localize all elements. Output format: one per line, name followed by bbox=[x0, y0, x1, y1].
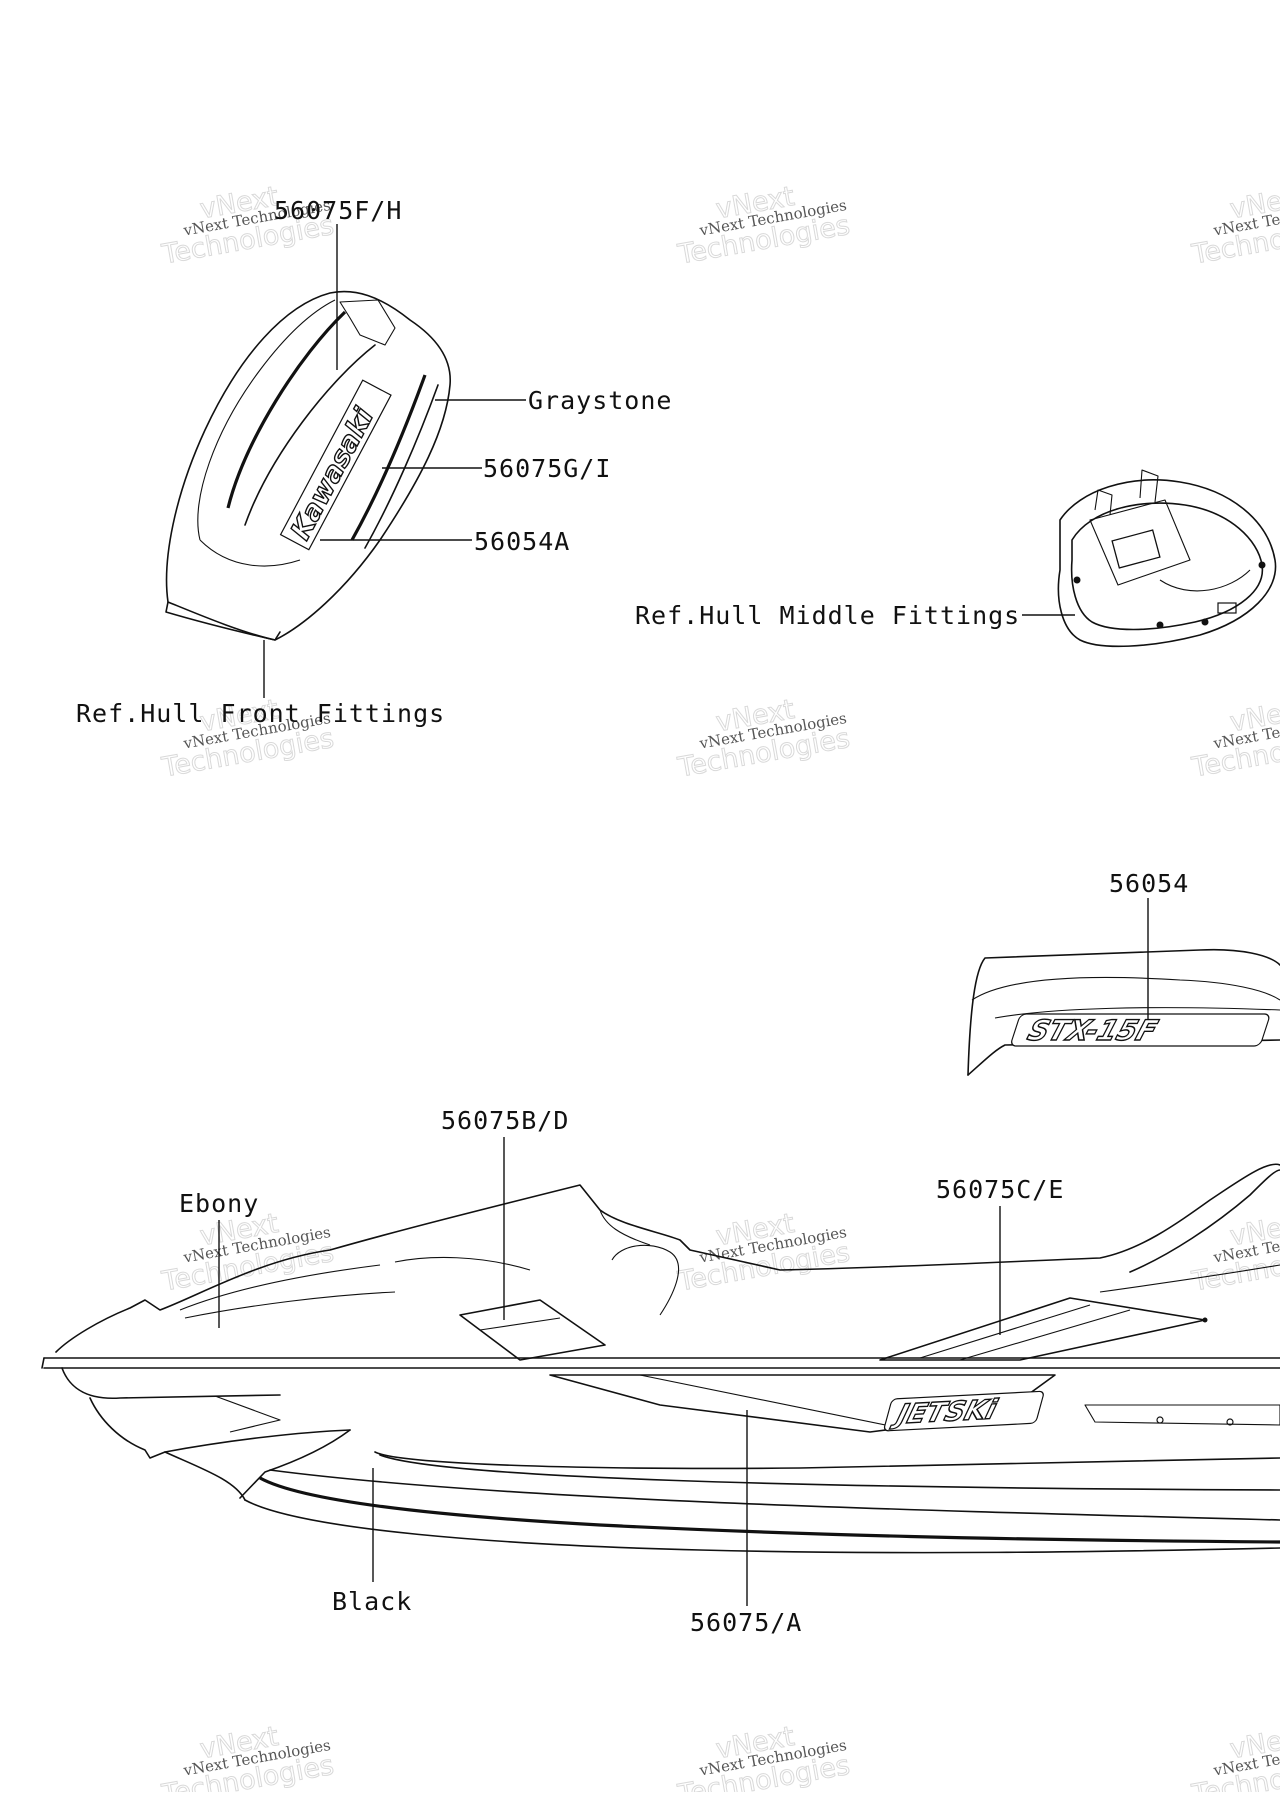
stx-side-drawing: STX-15F bbox=[967, 948, 1280, 1076]
kawasaki-logo-text: Kawasaki bbox=[285, 403, 380, 545]
hull-strake-1 bbox=[269, 1469, 1280, 1521]
jetski-decal: JETSKi bbox=[883, 1390, 1044, 1432]
hood-stripe-1 bbox=[226, 310, 347, 509]
stx-logo-text: STX-15F bbox=[1024, 1014, 1162, 1047]
hull-strake-4 bbox=[259, 1476, 1280, 1544]
hood-outline bbox=[165, 290, 451, 641]
rear-deck-line bbox=[1099, 1264, 1280, 1293]
hull-strake-2 bbox=[374, 1451, 1280, 1470]
stx-side-line bbox=[994, 1007, 1280, 1019]
seat-handle bbox=[611, 1244, 680, 1316]
hood-stripe-2 bbox=[244, 344, 376, 526]
fitting-hatch bbox=[1089, 499, 1191, 586]
watermark-11: vNext vNext Technologies Technologies bbox=[675, 1721, 853, 1797]
callout-56054A: 56054A bbox=[474, 527, 570, 556]
footwell-decal-rear-line-1 bbox=[919, 1304, 1091, 1359]
stx-decal-panel bbox=[1011, 1013, 1270, 1047]
watermark-9: vNext vNext Technologies Technologies bbox=[1189, 1208, 1280, 1299]
watermark-12: vNext vNext Technologies Technologies bbox=[1189, 1721, 1280, 1797]
callout-56075FH: 56075F/H bbox=[274, 196, 402, 225]
rub-rail-end bbox=[41, 1357, 45, 1369]
fitting-bolt bbox=[1201, 618, 1209, 626]
footwell-decal-rear-line-2 bbox=[959, 1309, 1131, 1361]
callout-56075A: 56075/A bbox=[690, 1608, 802, 1637]
stx-side-bottom bbox=[967, 1039, 1280, 1076]
hull-bow-lower bbox=[89, 1397, 351, 1459]
callout-black: Black bbox=[332, 1587, 412, 1616]
watermark-group: vNext vNext Technologies Technologies vN… bbox=[159, 181, 1280, 1797]
callout-graystone: Graystone bbox=[528, 386, 672, 415]
main-hull-drawing: JETSKi bbox=[41, 1163, 1280, 1554]
main-hull-callouts: 56075B/D Ebony 56075C/E Black 56075/A bbox=[179, 1106, 1064, 1637]
deck-outline bbox=[55, 1163, 1280, 1353]
stx-decal: STX-15F bbox=[1011, 1013, 1270, 1048]
fitting-bolt bbox=[1156, 621, 1164, 629]
middle-fittings-drawing bbox=[1057, 469, 1277, 648]
hull-strake-3 bbox=[379, 1454, 1280, 1491]
panel-screw bbox=[1226, 1418, 1234, 1426]
watermark-3: vNext vNext Technologies Technologies bbox=[1189, 181, 1280, 272]
fitting-bolt bbox=[1258, 561, 1266, 569]
watermark-6: vNext vNext Technologies Technologies bbox=[1189, 694, 1280, 785]
callout-56075BD: 56075B/D bbox=[441, 1106, 569, 1135]
fitting-outer bbox=[1057, 479, 1277, 648]
hull-bow bbox=[61, 1367, 281, 1400]
rear-side-panel bbox=[1084, 1404, 1280, 1426]
footwell-decal-line bbox=[479, 1317, 561, 1331]
seat-edge bbox=[599, 1209, 651, 1246]
hull-chine-front bbox=[239, 1429, 351, 1499]
footwell-decal-rear bbox=[879, 1297, 1206, 1361]
deck-line-1 bbox=[179, 1264, 381, 1311]
rear-fin bbox=[1129, 1169, 1280, 1273]
callout-ref-hull-middle: Ref.Hull Middle Fittings bbox=[635, 601, 1020, 630]
main-side-decal-line bbox=[639, 1374, 901, 1429]
callout-ebony: Ebony bbox=[179, 1189, 259, 1218]
hood-inner-left bbox=[197, 299, 336, 541]
hull-keel-front bbox=[164, 1451, 246, 1501]
hood-side-stripe bbox=[350, 374, 427, 541]
rivet bbox=[1202, 1317, 1208, 1323]
callout-56054: 56054 bbox=[1109, 869, 1189, 898]
footwell-decal-front bbox=[459, 1299, 606, 1361]
hood-lip bbox=[165, 601, 281, 641]
fitting-hinge-1 bbox=[1094, 489, 1113, 516]
middle-fittings-callout: Ref.Hull Middle Fittings bbox=[635, 601, 1075, 630]
fitting-latch bbox=[1217, 602, 1237, 614]
watermark-2: vNext vNext Technologies Technologies bbox=[675, 181, 853, 272]
kawasaki-decal-panel bbox=[279, 379, 392, 551]
fitting-bolt bbox=[1073, 576, 1081, 584]
stx-callout: 56054 bbox=[1109, 869, 1189, 1020]
fitting-hinge-2 bbox=[1139, 469, 1159, 503]
jetski-logo-text: JETSKi bbox=[889, 1393, 1001, 1430]
jetski-decal-panel bbox=[883, 1390, 1044, 1432]
watermark-10: vNext vNext Technologies Technologies bbox=[159, 1721, 337, 1797]
hood-vent bbox=[339, 299, 396, 346]
stx-side-top bbox=[967, 948, 1280, 1076]
bow-decal bbox=[214, 1395, 281, 1433]
fitting-inner-curve bbox=[1159, 569, 1251, 592]
front-hood-drawing: Kawasaki bbox=[165, 290, 451, 641]
callout-56075CE: 56075C/E bbox=[936, 1175, 1064, 1204]
fitting-rim bbox=[1070, 502, 1264, 631]
watermark-8: vNext vNext Technologies Technologies bbox=[675, 1208, 853, 1299]
stx-side-curve bbox=[971, 976, 1280, 1001]
deck-line-2 bbox=[184, 1291, 396, 1319]
deck-line-3 bbox=[394, 1256, 531, 1271]
front-hood-callouts: 56075F/H Graystone 56075G/I 56054A Ref.H… bbox=[76, 196, 672, 728]
hood-inner-bottom bbox=[199, 539, 301, 567]
watermark-5: vNext vNext Technologies Technologies bbox=[675, 694, 853, 785]
callout-ref-hull-front: Ref.Hull Front Fittings bbox=[76, 699, 445, 728]
hood-side-stripe-2 bbox=[364, 384, 439, 549]
panel-screw bbox=[1156, 1416, 1164, 1424]
callout-56075GI: 56075G/I bbox=[483, 454, 611, 483]
hull-bottom bbox=[244, 1499, 1280, 1554]
kawasaki-decal: Kawasaki bbox=[279, 379, 392, 551]
fitting-handle bbox=[1111, 529, 1161, 569]
